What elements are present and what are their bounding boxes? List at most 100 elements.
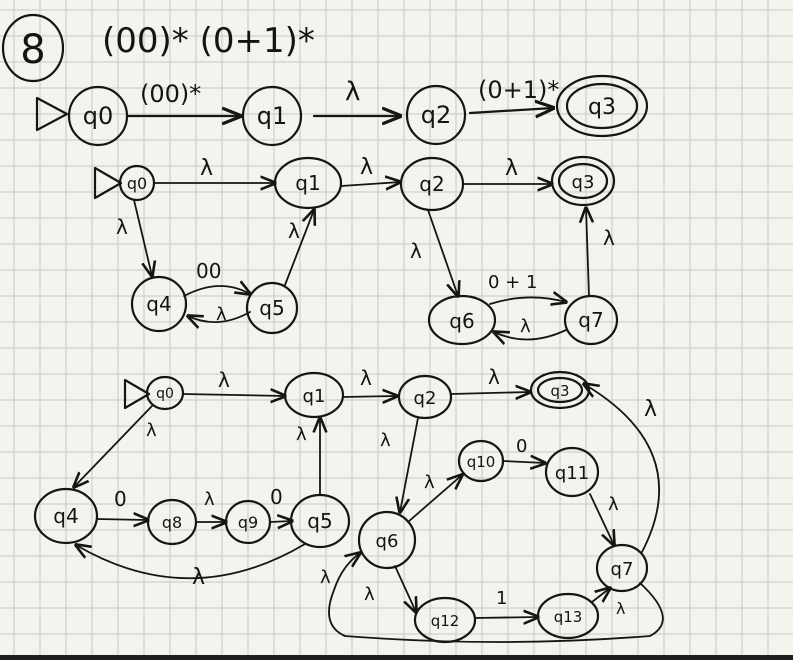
- transition-arrow: [400, 417, 419, 512]
- transition-label: λ: [204, 489, 215, 510]
- automaton-1: q0 (00)* q1 λ q2 (0+1)* q3: [35, 74, 649, 147]
- transition-label: λ: [288, 219, 300, 243]
- state-label: q3: [588, 95, 616, 120]
- bottom-edge: [0, 655, 793, 660]
- transition-arrow: [468, 108, 553, 113]
- transition-label: 0 + 1: [488, 272, 537, 293]
- transition-label: λ: [116, 215, 128, 239]
- transition-arrow: [584, 384, 661, 553]
- transition-label: λ: [505, 156, 518, 181]
- transition-label: λ: [616, 599, 625, 618]
- start-arrow: [35, 96, 69, 132]
- state-label: q5: [307, 509, 332, 533]
- transition-arrow: [489, 297, 566, 304]
- start-arrow: [93, 166, 123, 200]
- transition-arrow: [269, 521, 292, 522]
- state-q2: [397, 374, 453, 420]
- state-label: q1: [257, 102, 288, 130]
- state-label: q6: [376, 531, 399, 552]
- state-q11: [544, 446, 600, 498]
- state-label: q4: [53, 504, 78, 528]
- start-arrow: [123, 378, 151, 410]
- transition-label: 0: [270, 485, 283, 509]
- transition-arrow: [474, 617, 538, 618]
- transition-arrow: [188, 311, 251, 322]
- accept-state-outer: [550, 155, 616, 207]
- state-q7: [563, 294, 619, 346]
- transition-label: 00: [196, 259, 221, 283]
- state-q4: [130, 275, 188, 333]
- transition-label: λ: [410, 239, 422, 263]
- state-label: q3: [572, 172, 595, 193]
- transition-label: 0: [516, 436, 527, 457]
- state-label: q7: [578, 308, 603, 332]
- exercise-number: 8: [20, 27, 45, 73]
- state-label: q9: [238, 513, 258, 532]
- transition-label: λ: [608, 494, 619, 515]
- transition-label: (0+1)*: [478, 76, 559, 104]
- transition-arrow: [182, 394, 285, 396]
- transition-label: λ: [216, 304, 227, 325]
- automaton-3: q0 λ q1 λ q2 λ q3 λ q4 0 q8 λ q9 0 q5 λ: [33, 365, 664, 644]
- transition-arrow: [133, 199, 152, 276]
- state-label: q10: [467, 453, 496, 471]
- transition-label: λ: [320, 567, 331, 588]
- transition-arrow: [494, 329, 567, 340]
- state-q0: [145, 375, 185, 411]
- state-q6: [427, 294, 497, 346]
- transition-arrow: [502, 461, 545, 463]
- transition-arrow: [589, 493, 614, 545]
- transition-label: λ: [520, 316, 531, 337]
- state-label: q2: [414, 388, 437, 409]
- transition-label: λ: [424, 472, 435, 493]
- transition-label: λ: [364, 584, 375, 605]
- exercise-number-circle: [1, 13, 65, 83]
- accept-state-outer: [555, 74, 649, 138]
- state-label: q12: [431, 612, 460, 630]
- state-label: q1: [303, 386, 326, 407]
- transition-arrow: [450, 392, 530, 394]
- transition-arrow: [340, 182, 400, 186]
- state-label: q6: [449, 309, 474, 333]
- transition-arrow: [74, 405, 153, 487]
- transition-label: 1: [496, 588, 507, 609]
- transition-arrow: [427, 209, 458, 296]
- state-label: q2: [419, 172, 444, 196]
- state-label: q11: [555, 463, 589, 484]
- state-q4: [33, 487, 99, 545]
- transition-label: λ: [360, 366, 372, 390]
- transition-arrow: [328, 553, 664, 643]
- state-label: q3: [550, 382, 569, 400]
- regex-title: (00)* (0+1)*: [102, 21, 315, 61]
- transition-label: λ: [192, 565, 205, 590]
- state-q2: [405, 84, 467, 146]
- transition-label: λ: [345, 77, 360, 107]
- state-q1: [241, 85, 303, 147]
- transition-label: λ: [200, 156, 213, 181]
- transition-label: λ: [380, 430, 391, 451]
- state-label: q4: [146, 292, 171, 316]
- state-label: q0: [83, 102, 114, 130]
- state-label: q0: [156, 386, 174, 402]
- transition-label: λ: [360, 155, 373, 180]
- transition-label: λ: [296, 424, 307, 445]
- transition-arrow: [284, 210, 314, 286]
- transition-label: λ: [146, 420, 157, 441]
- transition-arrow: [407, 475, 462, 523]
- state-q6: [357, 510, 417, 570]
- automaton-2: q0 λ q1 λ q2 λ q3 λ q4 00 λ q5 λ λ q6: [93, 155, 619, 346]
- state-label: q0: [127, 174, 147, 193]
- transition-arrow: [591, 588, 610, 603]
- transition-arrow: [76, 544, 306, 580]
- transition-arrow: [394, 565, 416, 612]
- transition-label: λ: [603, 226, 615, 250]
- state-label: q5: [259, 296, 284, 320]
- transition-arrow: [342, 396, 397, 397]
- transition-arrow: [96, 519, 148, 520]
- state-q5: [245, 281, 299, 335]
- state-label: q7: [611, 559, 634, 580]
